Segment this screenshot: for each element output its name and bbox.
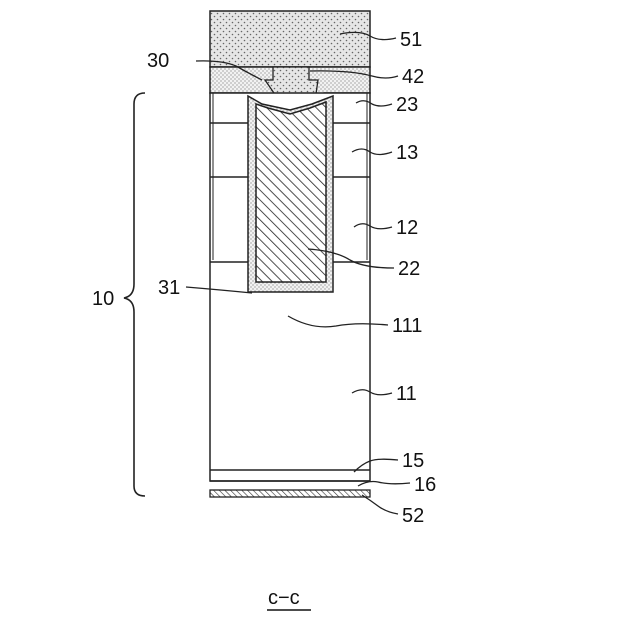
gate-electrode-22 — [256, 102, 326, 282]
label-42: 42 — [402, 66, 424, 88]
brace-10 — [124, 93, 145, 496]
label-52: 52 — [402, 505, 424, 527]
label-11: 11 — [396, 383, 417, 405]
label-23: 23 — [396, 94, 418, 116]
label-51: 51 — [400, 29, 422, 51]
label-111: 111 — [392, 315, 422, 337]
label-10: 10 — [92, 288, 114, 310]
section-caption: c−c — [268, 587, 300, 609]
label-13: 13 — [396, 142, 418, 164]
label-15: 15 — [402, 450, 424, 472]
label-22: 22 — [398, 258, 420, 280]
layer-51-electrode — [210, 11, 370, 67]
label-31: 31 — [158, 277, 180, 299]
layer-52-electrode — [210, 490, 370, 497]
label-12: 12 — [396, 217, 418, 239]
label-30: 30 — [147, 50, 169, 72]
label-16: 16 — [414, 474, 436, 496]
